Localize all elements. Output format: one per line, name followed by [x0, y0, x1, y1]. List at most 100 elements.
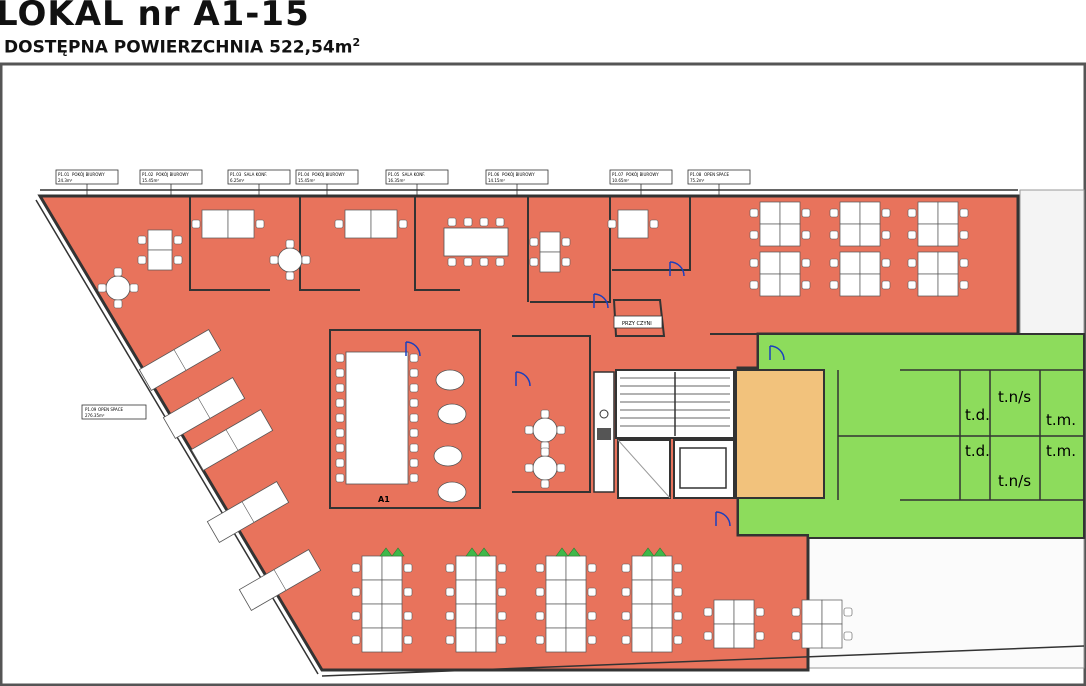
desk-block	[759, 201, 801, 247]
desk	[631, 579, 653, 605]
desk-divider	[197, 397, 211, 419]
room-tag-area: 10.65m²	[612, 178, 629, 183]
lounge-seat	[437, 481, 467, 503]
desk	[713, 599, 735, 625]
chair	[409, 413, 419, 423]
desk	[917, 251, 939, 275]
room-tag-area: 16.35m²	[388, 178, 405, 183]
room-tag-name: POKÓJ BIUROWY	[312, 172, 345, 177]
desk-block	[631, 555, 673, 653]
door-swing	[669, 261, 685, 277]
desk	[455, 603, 477, 629]
toilet-label-td-top: t.d.	[965, 406, 990, 424]
desk	[565, 603, 587, 629]
chair	[409, 383, 419, 393]
chair	[959, 258, 969, 268]
desk	[565, 579, 587, 605]
chair	[801, 280, 811, 290]
desk-block	[917, 251, 959, 297]
chair	[497, 587, 507, 597]
desk	[839, 251, 861, 275]
lounge-seat	[435, 369, 465, 391]
chair	[497, 635, 507, 645]
chair	[409, 353, 419, 363]
desk	[631, 627, 653, 653]
chair	[335, 353, 345, 363]
door-swing	[405, 341, 421, 357]
desk	[361, 603, 383, 629]
neighbour-area-top	[1019, 189, 1085, 336]
chair	[843, 607, 853, 617]
chair	[829, 230, 839, 240]
door-swing	[715, 511, 731, 527]
desk-block	[539, 231, 561, 273]
door-swing	[769, 345, 785, 361]
room-tag-area: 75.2m²	[690, 178, 705, 183]
chair	[409, 398, 419, 408]
chair	[285, 271, 295, 281]
desk	[201, 209, 229, 239]
chair	[907, 208, 917, 218]
room-tag-area: 15.45m²	[298, 178, 315, 183]
furniture-layer	[97, 201, 969, 653]
room-tag-area: 14.15m²	[488, 178, 505, 183]
chair	[409, 428, 419, 438]
chair	[335, 473, 345, 483]
desk	[779, 251, 801, 275]
chair	[801, 258, 811, 268]
chair	[907, 280, 917, 290]
desk	[475, 627, 497, 653]
chair	[497, 563, 507, 573]
chair	[409, 368, 419, 378]
chair	[351, 587, 361, 597]
chair	[524, 425, 534, 435]
chair	[335, 413, 345, 423]
chair	[673, 587, 683, 597]
chair	[881, 208, 891, 218]
chair	[137, 235, 147, 245]
room-tag-name: POKÓJ BIUROWY	[72, 172, 105, 177]
chair	[959, 208, 969, 218]
chair	[529, 257, 539, 267]
desk	[651, 603, 673, 629]
desk-block	[344, 209, 398, 239]
chair	[959, 230, 969, 240]
chair	[535, 563, 545, 573]
toilet-label-tns-bottom: t.n/s	[998, 472, 1031, 490]
desk	[545, 579, 567, 605]
desk-block	[839, 251, 881, 297]
desk	[370, 209, 398, 239]
desk	[801, 599, 823, 625]
desk	[455, 555, 477, 581]
desk-block	[759, 251, 801, 297]
chair	[587, 611, 597, 621]
chair	[556, 425, 566, 435]
desk	[937, 273, 959, 297]
desk	[147, 229, 173, 251]
desk-block	[455, 555, 497, 653]
chair	[587, 563, 597, 573]
chair	[463, 257, 473, 267]
chair	[703, 631, 713, 641]
desk	[381, 579, 403, 605]
chair	[621, 587, 631, 597]
desk	[859, 201, 881, 225]
desk	[344, 209, 372, 239]
chair	[447, 257, 457, 267]
plant	[641, 547, 667, 557]
conference-table	[345, 351, 409, 485]
neighbour-area-bottom	[807, 537, 1085, 669]
desk	[759, 273, 781, 297]
desk-block	[917, 201, 959, 247]
meeting-table	[443, 227, 509, 257]
room-tag-name: POKÓJ BIUROWY	[502, 172, 535, 177]
desk	[651, 627, 673, 653]
chair	[497, 611, 507, 621]
diagonal-desk-group	[162, 377, 246, 439]
open-space-area: 276.35m²	[85, 413, 105, 418]
desk-block	[839, 201, 881, 247]
